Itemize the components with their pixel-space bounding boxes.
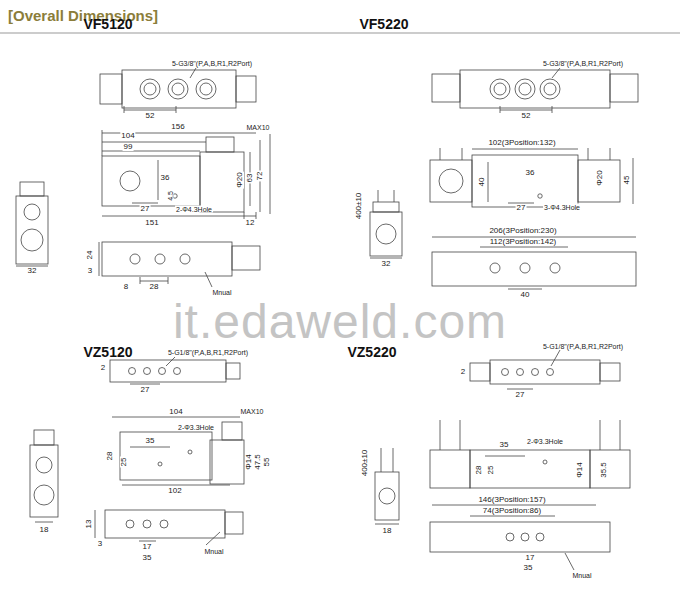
dimension-label: 40 <box>520 291 531 299</box>
dimension-label: 40 <box>478 177 486 188</box>
dimension-note: 3-Φ4.3Hole <box>543 204 581 211</box>
model-name: VF5220 <box>359 17 408 31</box>
dimension-label: 3 <box>97 540 103 548</box>
dimension-label: 18 <box>39 526 50 534</box>
dimension-label: 8 <box>123 283 129 291</box>
dimension-label: 72 <box>256 171 264 182</box>
dimension-note: 2-Φ3.3Hole <box>526 438 564 445</box>
dimension-label: 35 <box>145 437 156 445</box>
dimension-label: 17 <box>525 554 536 562</box>
dimension-label: 104 <box>120 132 135 140</box>
dimension-label: 36 <box>160 174 171 182</box>
dimension-label: 35 <box>523 564 534 572</box>
dimension-label: 146(3Position:157) <box>477 496 546 504</box>
dimension-label: 36 <box>525 169 536 177</box>
dimension-label: 27 <box>140 386 151 394</box>
dimension-note: 5-G1/8"(P,A,B,R1,R2Port) <box>167 349 249 356</box>
dimension-label: 17 <box>142 543 153 551</box>
dimension-label: 28 <box>106 451 114 462</box>
dimension-label: 24 <box>86 250 94 261</box>
model-name: VZ5120 <box>83 345 132 359</box>
dimension-label: 400±10 <box>355 192 363 221</box>
dimension-label: 47.5 <box>254 453 262 471</box>
dimension-label: Φ20 <box>596 169 604 186</box>
dimension-label: 3 <box>87 267 93 275</box>
dimension-label: 102(3Position:132) <box>487 139 556 147</box>
dimension-label: 52 <box>521 112 532 120</box>
model-name: VF5120 <box>83 17 132 31</box>
watermark: it.edaweld.com <box>173 298 507 346</box>
dimension-label: Φ14 <box>576 461 584 478</box>
dimension-label: 52 <box>145 112 156 120</box>
dimension-label: 28 <box>149 283 160 291</box>
dimension-note: 4.5 <box>167 190 174 202</box>
dimension-note: 5-G1/8"(P,A,B,R1,R2Port) <box>542 343 624 350</box>
dimension-note: MAX10 <box>240 408 265 415</box>
dimension-label: 2 <box>460 368 466 376</box>
dimension-label: 400±10 <box>361 449 369 478</box>
dimension-label: 2 <box>100 364 106 372</box>
dimension-label: Φ14 <box>245 453 253 470</box>
dimension-label: 45 <box>623 175 631 186</box>
dimension-label: 35 <box>499 441 510 449</box>
dimension-note: Mnual <box>211 289 232 296</box>
dimension-label: 35.5 <box>600 461 608 479</box>
dimension-note: MAX10 <box>246 124 271 131</box>
dimension-label: 13 <box>85 519 93 530</box>
dimension-label: 32 <box>381 260 392 268</box>
dimension-label: 206(3Position:230) <box>488 227 557 235</box>
dimension-note: 2-Φ4.3Hole <box>175 206 213 213</box>
dimension-note: 5-G3/8"(P,A,B,R1,R2Port) <box>542 60 624 67</box>
dimension-label: 74(3Position:86) <box>482 507 542 515</box>
dimension-label: 151 <box>144 219 159 227</box>
page-title: [Overall Dimensions] <box>8 8 158 23</box>
dimension-note: 5-G3/8"(P,A,B,R1,R2Port) <box>171 60 253 67</box>
dimension-note: Mnual <box>203 548 224 555</box>
dimension-label: 25 <box>120 457 128 468</box>
dimension-note: Mnual <box>571 572 592 579</box>
dimension-label: 28 <box>475 465 483 476</box>
dimension-label: 25 <box>487 465 495 476</box>
dimension-label: 63 <box>246 173 254 184</box>
dimension-label: 55 <box>263 457 271 468</box>
dimension-label: 99 <box>123 143 134 151</box>
dimension-label: 102 <box>167 487 182 495</box>
dimension-label: 156 <box>170 123 185 131</box>
dimension-label: 32 <box>27 267 38 275</box>
dimension-label: 112(3Position:142) <box>489 238 558 246</box>
dimension-label: Φ20 <box>236 171 244 188</box>
dimension-label: 18 <box>382 527 393 535</box>
dimension-note: 2-Φ3.3Hole <box>177 424 215 431</box>
dimension-label: 27 <box>516 204 527 212</box>
dimension-label: 35 <box>142 554 153 562</box>
model-name: VZ5220 <box>347 345 396 359</box>
dimension-label: 104 <box>168 408 183 416</box>
dimension-label: 27 <box>515 391 526 399</box>
dimension-label: 12 <box>245 219 256 227</box>
dimension-label: 27 <box>140 205 151 213</box>
